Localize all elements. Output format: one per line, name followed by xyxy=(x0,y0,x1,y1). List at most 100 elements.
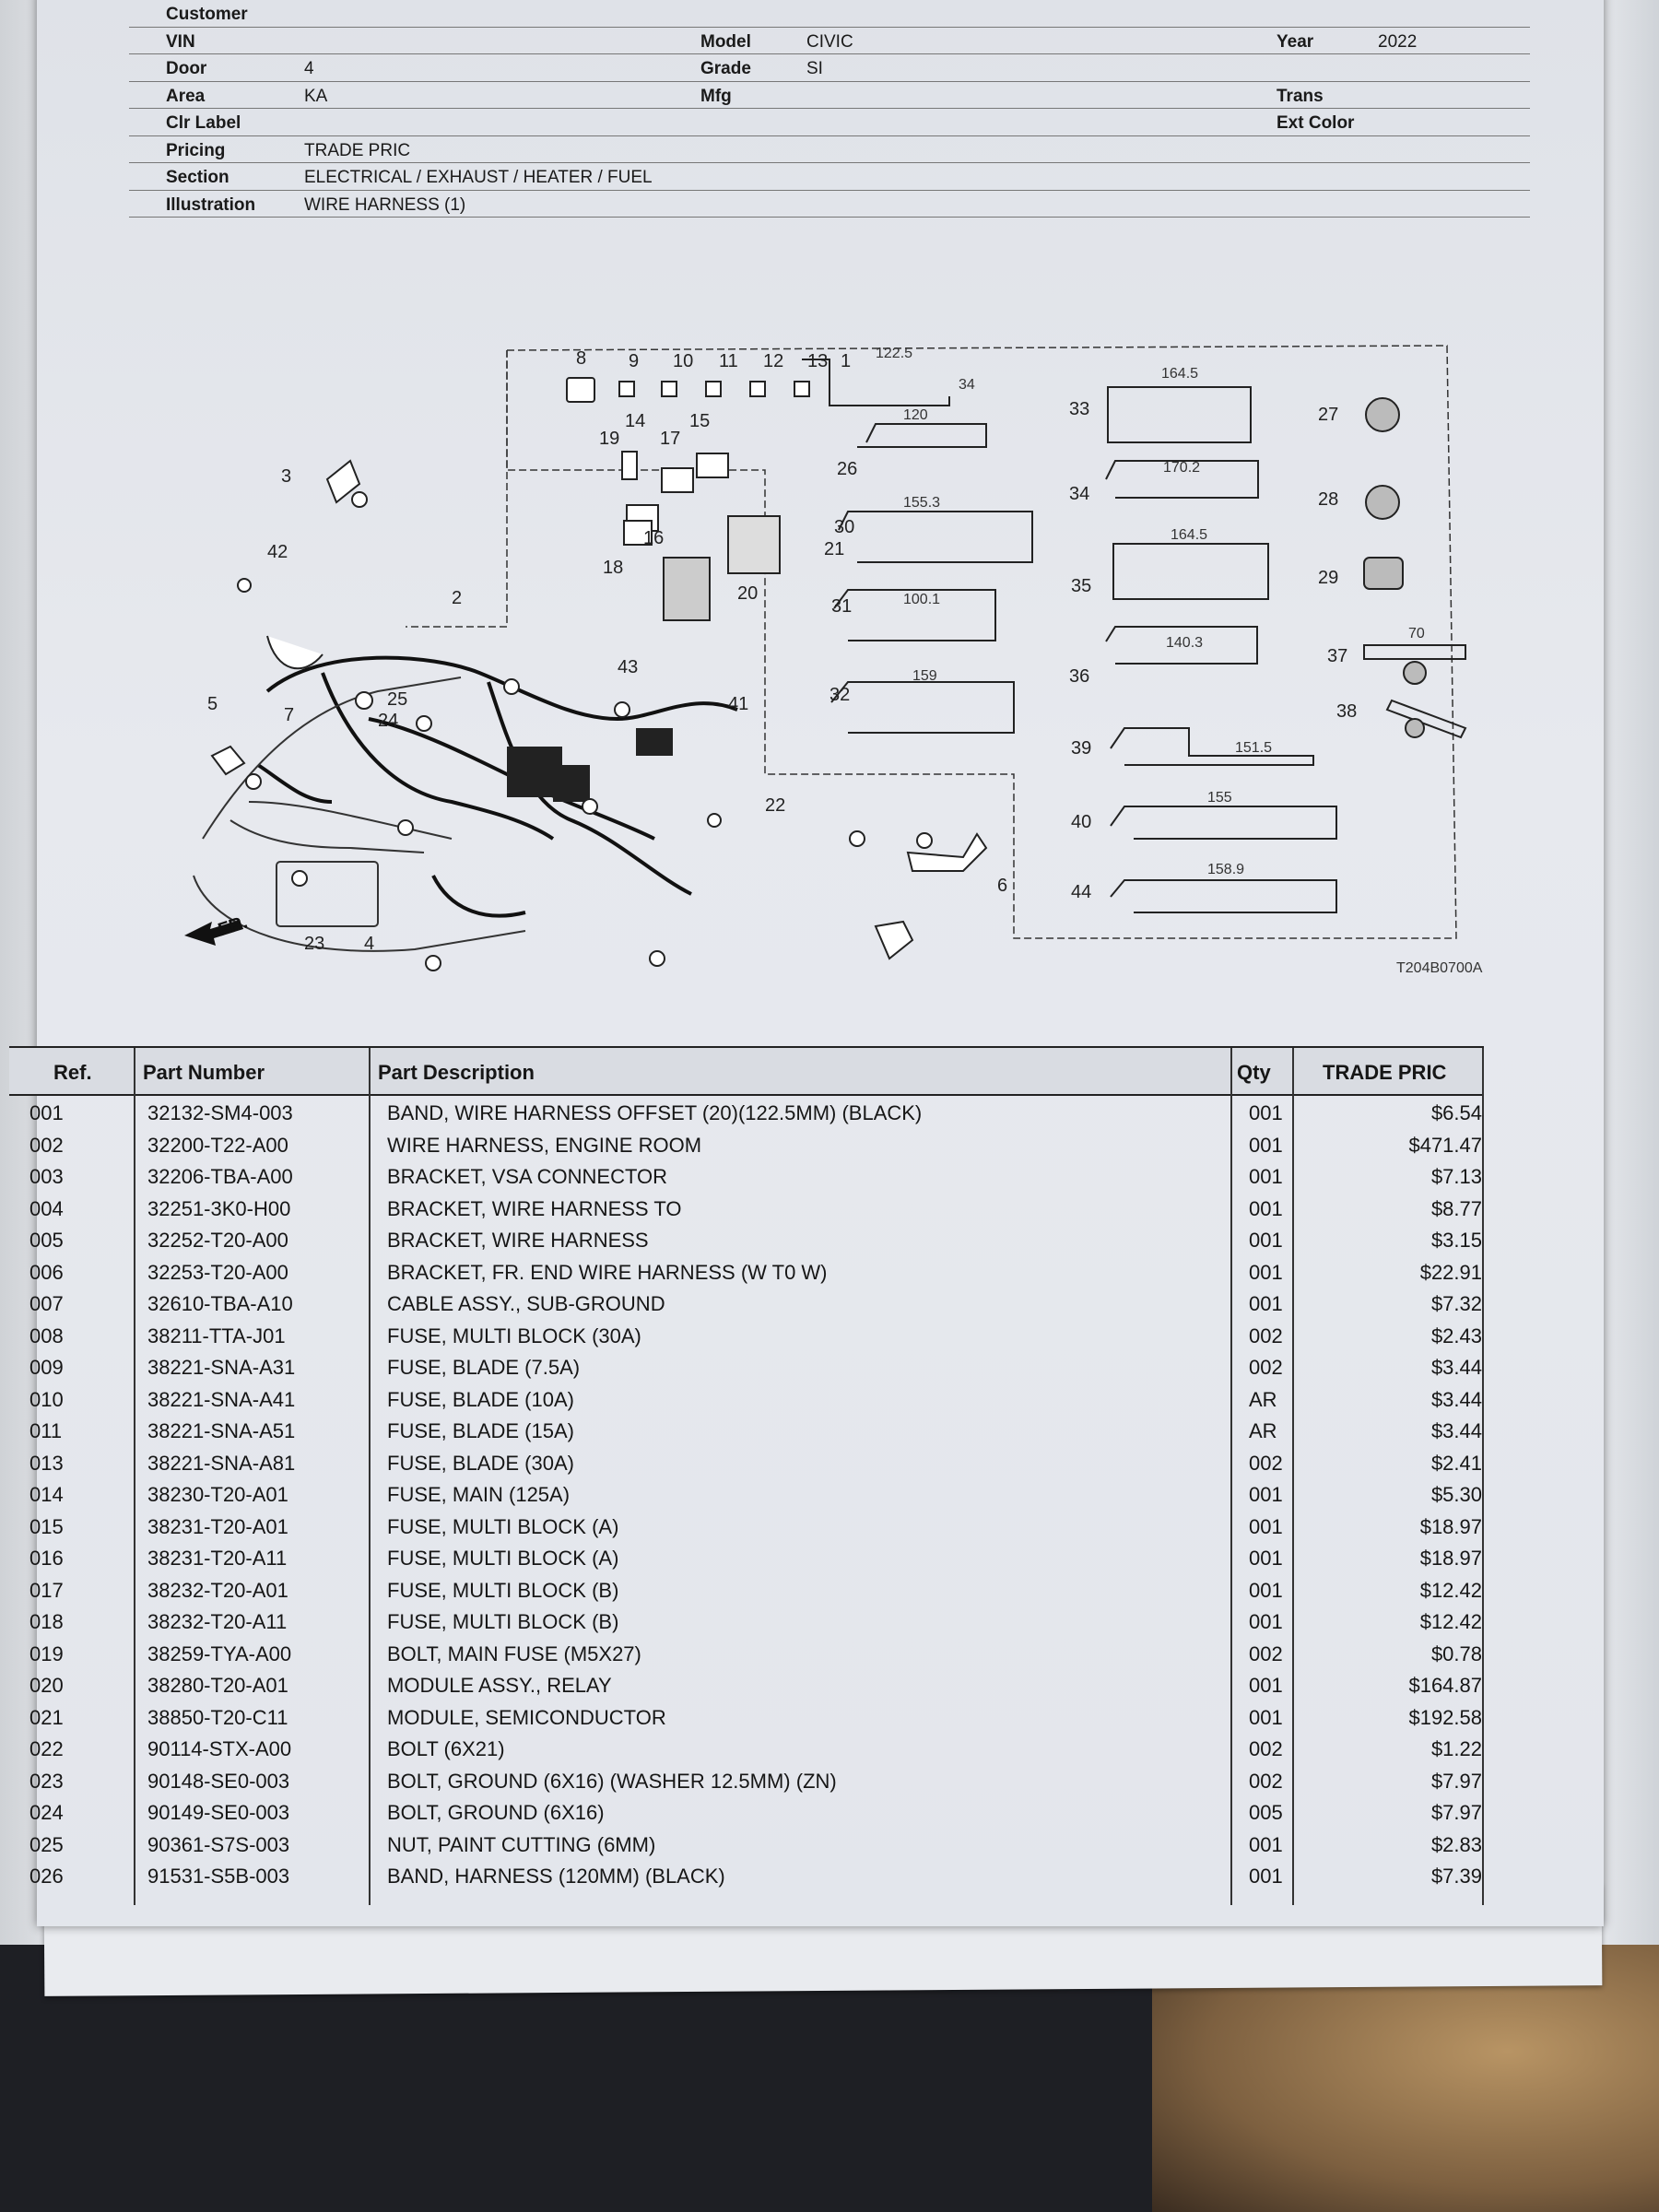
cell-qty: 001 xyxy=(1249,1483,1283,1506)
header-label2: Mfg xyxy=(700,86,732,106)
cell-ref: 007 xyxy=(29,1292,64,1315)
callout-number: 14 xyxy=(625,411,645,431)
header-value: TRADE PRIC xyxy=(304,140,411,160)
header-row: Customer xyxy=(129,0,1530,28)
callout-number: 6 xyxy=(997,876,1007,896)
header-label3: Ext Color xyxy=(1277,113,1355,133)
dimension-label: 155.3 xyxy=(903,495,940,511)
cell-pn: 90114-STX-A00 xyxy=(147,1737,292,1760)
cell-price: $8.77 xyxy=(1430,1196,1482,1220)
cell-ref: 011 xyxy=(29,1419,63,1442)
header-label2: Model xyxy=(700,31,751,52)
header-label: Clr Label xyxy=(166,113,241,133)
callout-number: 27 xyxy=(1318,405,1338,425)
cell-price: $6.54 xyxy=(1430,1101,1482,1124)
dimension-label: 155 xyxy=(1207,790,1232,806)
background-right xyxy=(1594,0,1659,1963)
cell-pn: 32251-3K0-H00 xyxy=(147,1196,291,1220)
cell-price: $471.47 xyxy=(1408,1133,1482,1157)
callout-number: 15 xyxy=(689,411,710,431)
cell-qty: 001 xyxy=(1249,1292,1283,1315)
cell-desc: FUSE, MULTI BLOCK (30A) xyxy=(387,1324,641,1347)
header-price: TRADE PRIC xyxy=(1323,1061,1447,1084)
cell-price: $18.97 xyxy=(1419,1547,1482,1570)
cell-ref: 005 xyxy=(29,1229,64,1252)
callout-number: 9 xyxy=(629,351,639,371)
cell-qty: AR xyxy=(1249,1387,1277,1411)
cell-pn: 32252-T20-A00 xyxy=(147,1229,288,1252)
cell-desc: FUSE, BLADE (7.5A) xyxy=(387,1356,581,1379)
cell-pn: 91531-S5B-003 xyxy=(147,1865,290,1888)
cell-desc: FUSE, MULTI BLOCK (A) xyxy=(387,1514,619,1538)
col-divider xyxy=(1292,1048,1294,1905)
header-label: Customer xyxy=(166,5,248,24)
cell-ref: 013 xyxy=(29,1451,64,1475)
dimension-label: 170.2 xyxy=(1163,460,1200,476)
callout-number: 33 xyxy=(1069,399,1089,419)
header-label3: Trans xyxy=(1277,86,1324,106)
cell-pn: 32610-TBA-A10 xyxy=(147,1292,293,1315)
cell-pn: 38232-T20-A11 xyxy=(147,1610,288,1633)
callout-number: 20 xyxy=(737,583,758,604)
cell-ref: 019 xyxy=(29,1641,64,1665)
cell-pn: 38259-TYA-A00 xyxy=(147,1641,292,1665)
cell-ref: 022 xyxy=(29,1737,64,1760)
header-label: Illustration xyxy=(166,194,256,215)
callout-number: 3 xyxy=(281,466,291,487)
cell-desc: BRACKET, FR. END WIRE HARNESS (W T0 W) xyxy=(387,1260,828,1284)
dimension-label: 34 xyxy=(959,377,975,393)
callout-number: 32 xyxy=(830,685,850,705)
cell-desc: FUSE, MULTI BLOCK (B) xyxy=(387,1610,619,1633)
cell-pn: 38221-SNA-A41 xyxy=(147,1387,296,1411)
callout-number: 36 xyxy=(1069,666,1089,687)
dimension-label: 140.3 xyxy=(1166,635,1203,651)
header-row: Illustration WIRE HARNESS (1) xyxy=(129,191,1530,218)
header-label3: Year xyxy=(1277,31,1314,52)
callout-number: 19 xyxy=(599,429,619,449)
cell-desc: MODULE, SEMICONDUCTOR xyxy=(387,1705,666,1729)
cell-ref: 023 xyxy=(29,1769,64,1793)
cell-desc: WIRE HARNESS, ENGINE ROOM xyxy=(387,1133,702,1157)
dimension-label: 164.5 xyxy=(1171,527,1207,543)
header-value2: SI xyxy=(806,59,823,78)
callout-number: 17 xyxy=(660,429,680,449)
cell-pn: 38230-T20-A01 xyxy=(147,1483,288,1506)
dimension-label: 159 xyxy=(912,668,937,684)
header-value: WIRE HARNESS (1) xyxy=(304,194,466,215)
cell-pn: 32132-SM4-003 xyxy=(147,1101,293,1124)
cell-pn: 38221-SNA-A81 xyxy=(147,1451,296,1475)
cell-ref: 010 xyxy=(29,1387,64,1411)
header-value: ELECTRICAL / EXHAUST / HEATER / FUEL xyxy=(304,168,653,187)
cell-ref: 014 xyxy=(29,1483,64,1506)
callout-number: 44 xyxy=(1071,882,1091,902)
cell-price: $192.58 xyxy=(1408,1705,1482,1729)
callout-number: 31 xyxy=(831,596,852,617)
cell-desc: FUSE, MAIN (125A) xyxy=(387,1483,571,1506)
cell-price: $2.41 xyxy=(1430,1451,1482,1475)
cell-price: $12.42 xyxy=(1419,1578,1482,1602)
cell-desc: FUSE, BLADE (30A) xyxy=(387,1451,574,1475)
cell-pn: 32206-TBA-A00 xyxy=(147,1165,293,1188)
callout-number: 28 xyxy=(1318,489,1338,510)
cell-qty: 001 xyxy=(1249,1196,1283,1220)
cell-qty: 001 xyxy=(1249,1229,1283,1252)
cell-price: $164.87 xyxy=(1408,1674,1482,1697)
header-value2: CIVIC xyxy=(806,31,853,52)
cell-price: $3.44 xyxy=(1430,1387,1482,1411)
callout-number: 25 xyxy=(387,689,407,710)
callout-number: 37 xyxy=(1327,646,1347,666)
